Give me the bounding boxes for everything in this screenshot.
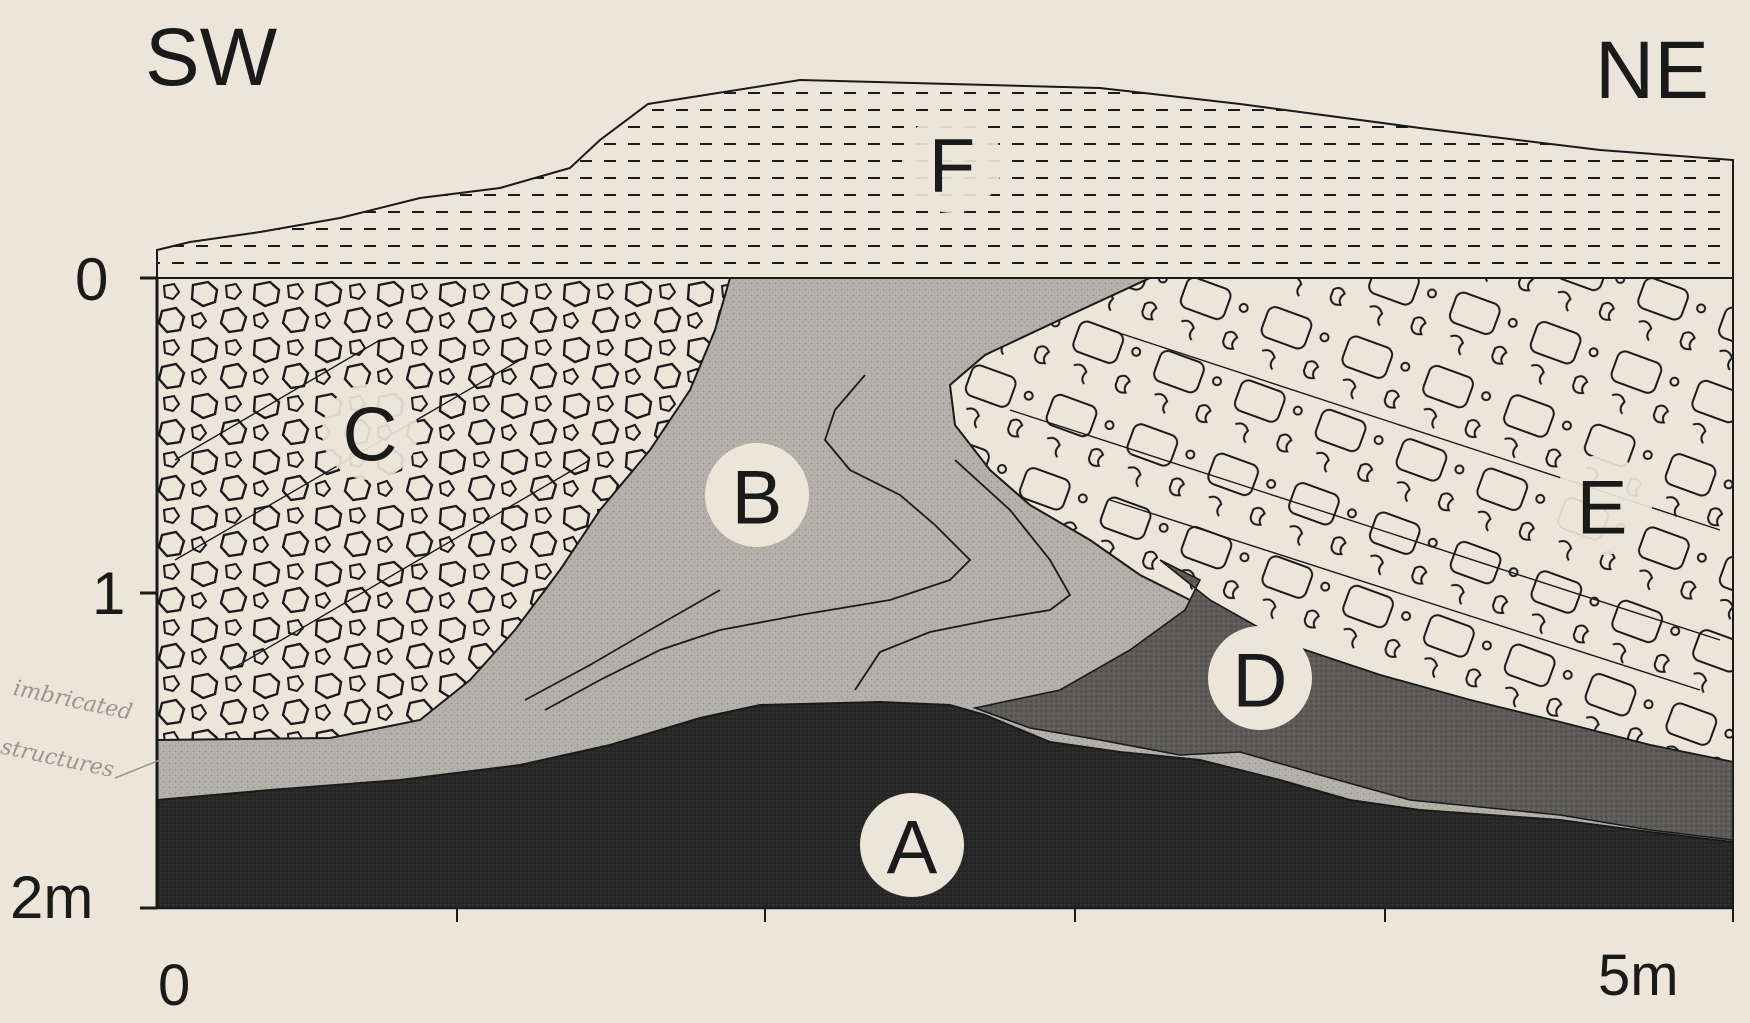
- annotation-line-1: imbricated: [11, 676, 134, 726]
- distance-end-label: 5m: [1598, 943, 1679, 1008]
- distance-start-label: 0: [158, 953, 190, 1018]
- direction-left-label: SW: [145, 12, 278, 103]
- depth-label-2: 2m: [10, 864, 93, 931]
- direction-right-label: NE: [1595, 25, 1709, 116]
- annotation-line-2: structures: [0, 735, 116, 783]
- layer-c-badge: C: [322, 384, 418, 480]
- depth-label-0: 0: [75, 246, 108, 313]
- layer-c-label: C: [343, 393, 398, 478]
- layer-b-label: B: [732, 456, 783, 541]
- layer-d-badge: D: [1208, 626, 1312, 730]
- layer-a-badge: A: [860, 793, 964, 897]
- annotation-pointer: [115, 760, 160, 778]
- layer-f-label: F: [929, 124, 975, 209]
- layer-d-label: D: [1233, 639, 1288, 724]
- layer-a-label: A: [887, 806, 938, 891]
- layer-e-label: E: [1577, 466, 1628, 551]
- layer-e-badge: E: [1552, 455, 1652, 555]
- layer-b-badge: B: [705, 443, 809, 547]
- handwritten-annotation: imbricated structures: [0, 676, 134, 784]
- layer-f-badge: F: [902, 113, 1002, 213]
- depth-label-1: 1: [92, 560, 125, 627]
